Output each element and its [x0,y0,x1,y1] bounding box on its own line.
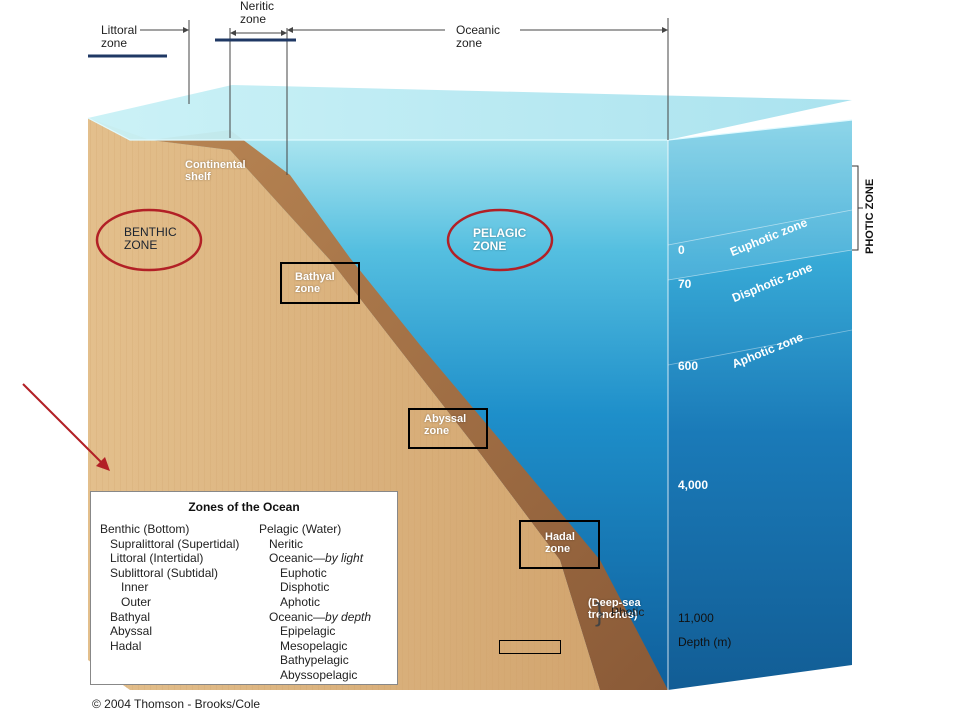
legend-benthic-item: Littoral (Intertidal) [110,551,204,566]
legend-aphotic: Aphotic [280,594,321,609]
legend-benthic-item: Sublittoral (Subtidal) [110,565,219,580]
bathyal-box [280,262,360,304]
by-depth-highlight-box [499,640,561,654]
littoral-arrowhead [183,27,189,33]
legend-oceanic-depth: Oceanic—by depth [269,609,372,624]
legend-pelagic-column: Pelagic (Water) Neritic Oceanic—by light… [259,522,644,683]
zones-legend: Zones of the Ocean Benthic (Bottom)Supra… [90,491,644,685]
legend-mesopelagic: Mesopelagic [280,638,348,653]
pointer-arrowhead [96,457,110,471]
light-line-3 [667,329,853,366]
oceanic-arrowhead-right [662,27,668,33]
depth-mark-11000: 11,000 [678,611,714,625]
copyright-notice: © 2004 Thomson - Brooks/Cole [92,697,261,711]
water-side-face [668,120,852,690]
light-line-1 [667,209,853,246]
legend-disphotic: Disphotic [280,580,330,595]
water-surface [88,85,852,140]
pelagic-circle [446,208,554,272]
depth-mark-70: 70 [678,277,692,291]
legend-photic: Photic [611,605,645,619]
depth-mark-4000: 4,000 [678,478,709,492]
legend-neritic: Neritic [269,536,304,551]
legend-benthic-column: Benthic (Bottom)Supralittoral (Supertida… [100,522,239,653]
legend-title: Zones of the Ocean [188,500,300,514]
photic-zone-label: PHOTIC ZONE [864,178,876,254]
benthic-circle [95,208,203,272]
hadal-box [519,520,600,569]
depth-mark-0: 0 [678,243,685,257]
legend-pelagic: Pelagic (Water) [259,522,342,536]
neritic-arrowhead-right [281,30,287,36]
oceanic-arrowhead-left [287,27,293,33]
surface-edge [87,117,853,141]
legend-bathypelagic: Bathypelagic [280,653,349,668]
legend-euphotic: Euphotic [280,565,327,580]
neritic-arrowhead-left [230,30,236,36]
light-band [668,120,852,280]
legend-benthic-item: Hadal [110,638,142,653]
legend-epipelagic: Epipelagic [280,624,336,639]
depth-mark-600: 600 [678,359,699,373]
legend-abyssopelagic: Abyssopelagic [280,667,358,682]
legend-benthic-item: Bathyal [110,609,151,624]
abyssal-box [408,408,488,449]
continental-slope [150,130,668,690]
depth-unit-label: Depth (m) [678,635,732,649]
photic-brace-icon: } [595,597,604,627]
legend-benthic-item: Supralittoral (Supertidal) [110,536,240,551]
legend-benthic-item: Benthic (Bottom) [100,522,190,536]
photic-bracket [852,165,859,251]
water-body [130,140,668,690]
pointer-arrow [22,383,103,464]
legend-benthic-item: Outer [121,594,152,609]
light-line-2 [667,249,853,281]
legend-benthic-item: Abyssal [110,624,153,639]
legend-oceanic-light: Oceanic—by light [269,551,364,566]
legend-benthic-item: Inner [121,580,149,595]
